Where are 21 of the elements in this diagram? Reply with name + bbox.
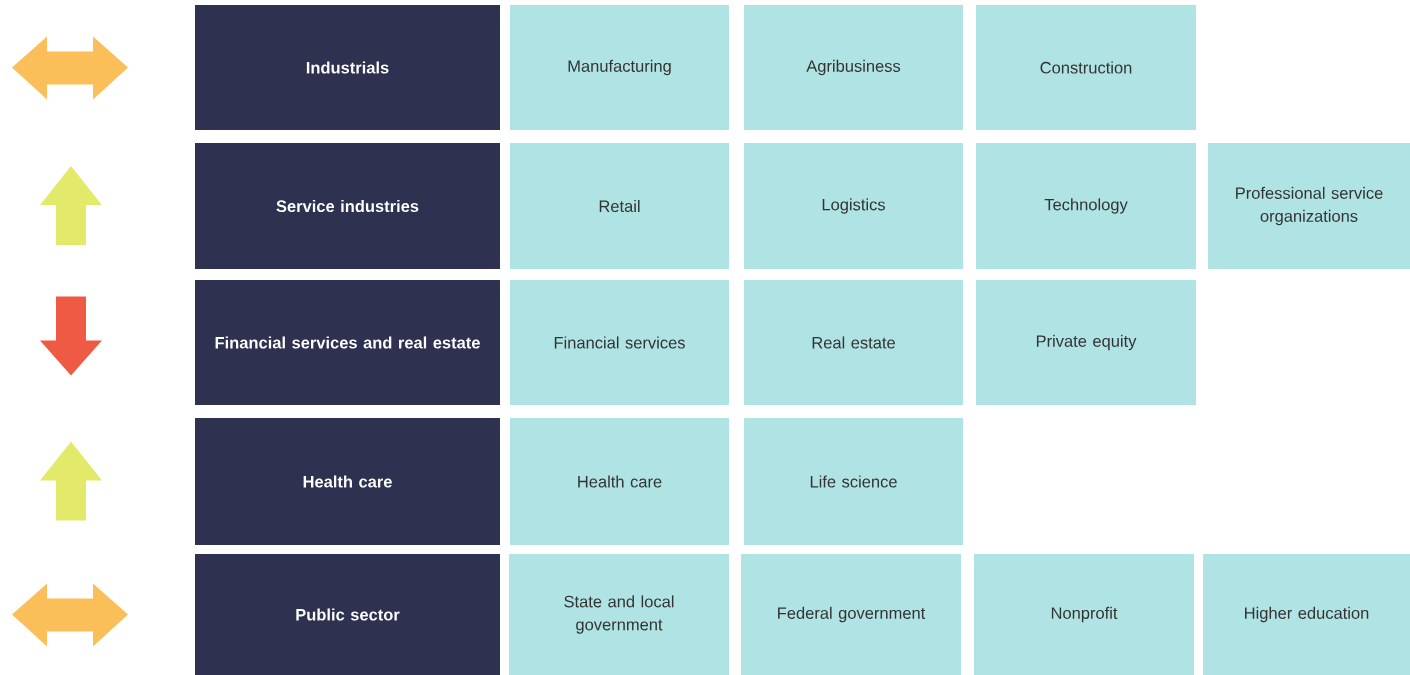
sector-box: Construction [976, 5, 1196, 130]
category-box: Public sector [195, 554, 500, 675]
sector-box: Private equity [976, 280, 1196, 405]
sector-box: Professional service organizations [1208, 143, 1410, 269]
sector-box: Logistics [744, 143, 963, 269]
category-box: Health care [195, 418, 500, 545]
sector-box: Higher education [1203, 554, 1410, 675]
sector-box: Real estate [744, 280, 963, 405]
sector-box: Nonprofit [974, 554, 1194, 675]
sector-box: State and local government [509, 554, 729, 675]
category-box: Industrials [195, 5, 500, 130]
category-box: Service industries [195, 143, 500, 269]
sector-box: Federal government [741, 554, 961, 675]
sector-box: Agribusiness [744, 5, 963, 130]
sector-box: Manufacturing [510, 5, 729, 130]
sector-box: Financial services [510, 280, 729, 405]
sector-box: Health care [510, 418, 729, 545]
sector-box: Technology [976, 143, 1196, 269]
sector-box: Retail [510, 143, 729, 269]
sector-box: Life science [744, 418, 963, 545]
category-box: Financial services and real estate [195, 280, 500, 405]
